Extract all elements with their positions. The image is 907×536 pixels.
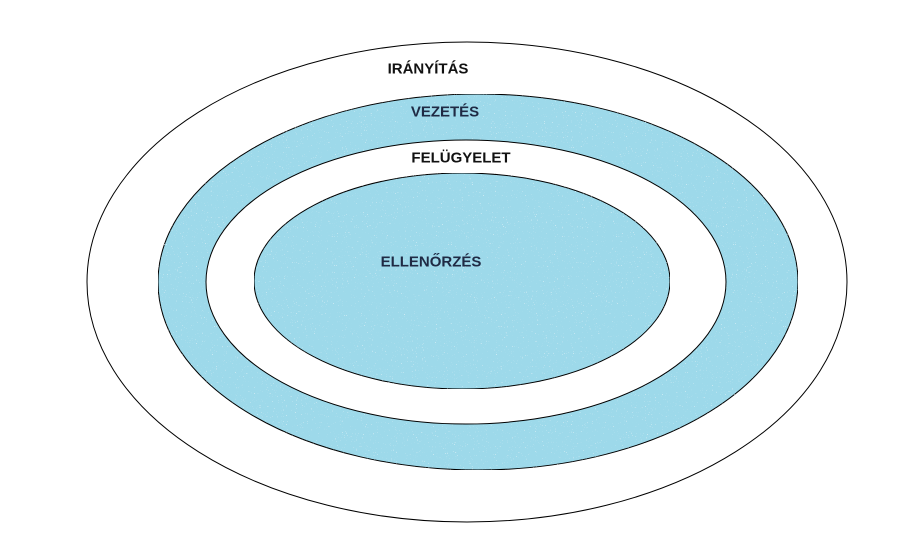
label-iranyitas: IRÁNYÍTÁS xyxy=(388,61,469,78)
layer-ellenorzes-core xyxy=(253,172,671,390)
label-vezetes: VEZETÉS xyxy=(411,104,479,121)
label-ellenorzes: ELLENŐRZÉS xyxy=(381,253,482,271)
label-felugyelet: FELÜGYELET xyxy=(411,150,510,167)
